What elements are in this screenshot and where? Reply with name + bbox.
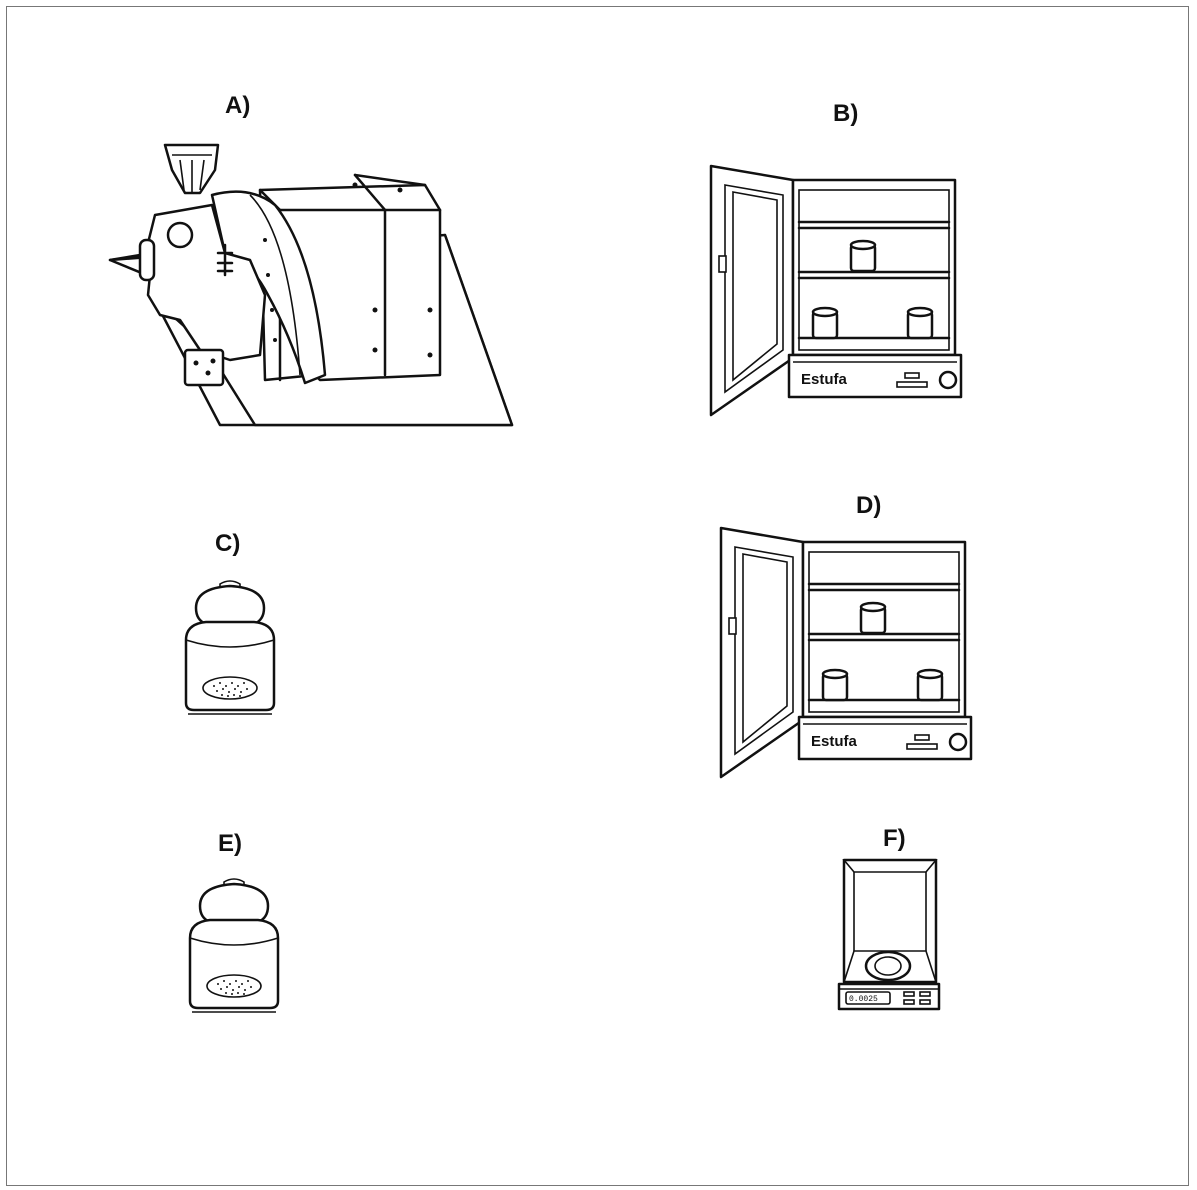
balance-display: 0.0025 <box>849 995 878 1004</box>
panel-label-a: A) <box>225 92 251 119</box>
panel-label-f: F) <box>883 825 906 852</box>
panel-label-b: B) <box>833 100 859 127</box>
oven-icon: Estufa <box>719 526 973 779</box>
analytical-balance-icon: 0.0025 <box>837 858 941 1011</box>
desiccator-jar-icon <box>188 878 280 1013</box>
oven-label: Estufa <box>811 733 858 750</box>
figure-frame <box>6 6 1189 1186</box>
oven-icon: Estufa <box>709 164 963 417</box>
oven-label: Estufa <box>801 371 848 388</box>
grinder-machine-icon <box>108 143 514 427</box>
panel-label-c: C) <box>215 530 241 557</box>
desiccator-jar-icon <box>184 580 276 715</box>
panel-label-d: D) <box>856 492 882 519</box>
panel-label-e: E) <box>218 830 242 857</box>
